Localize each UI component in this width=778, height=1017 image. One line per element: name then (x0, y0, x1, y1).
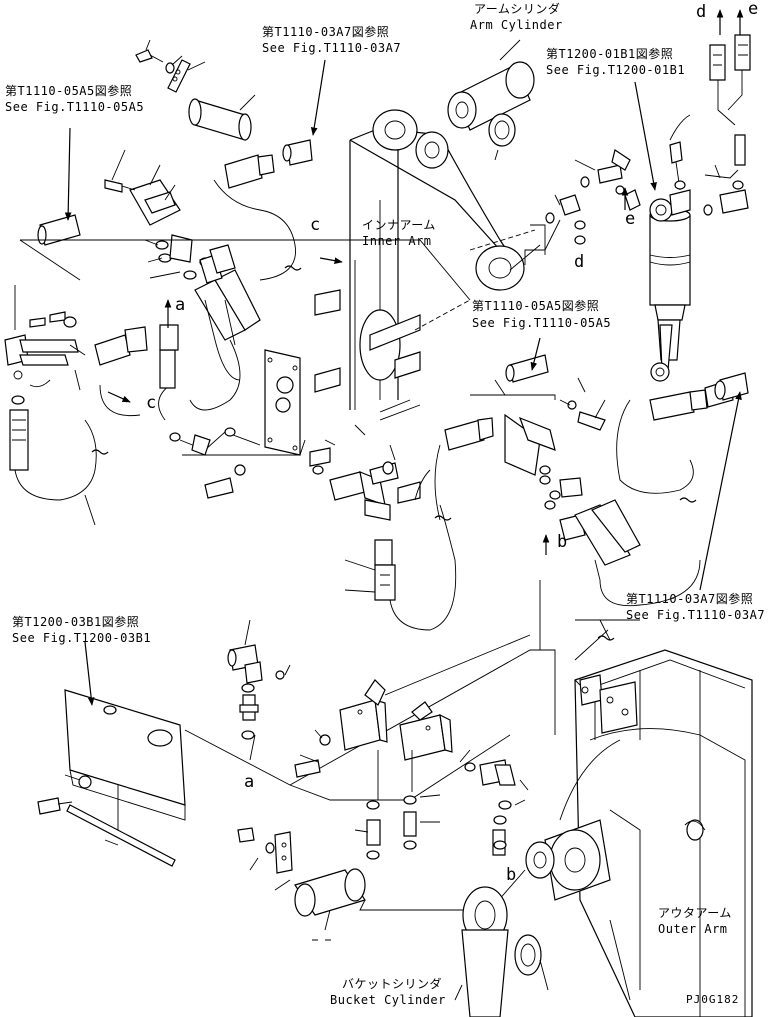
marker-c-lower: c (146, 393, 157, 413)
ref-05a5-mid-jp: 第T1110-05A5図参照 (472, 299, 600, 313)
bucket-cylinder (454, 886, 549, 1017)
ref-03b1-jp: 第T1200-03B1図参照 (12, 615, 140, 629)
ref-05a5-mid-en: See Fig.T1110-05A5 (472, 316, 612, 330)
marker-e-upper: e (748, 0, 759, 19)
marker-c-upper: c (310, 215, 321, 235)
ref-03a7-top-en: See Fig.T1110-03A7 (262, 41, 402, 55)
leader-lines (64, 9, 744, 706)
lower-bracket-assembly (184, 580, 556, 860)
right-center-fittings (434, 354, 701, 607)
outer-arm-label-jp: アウタアーム (658, 906, 732, 920)
arm-cylinder-label-jp: アームシリンダ (474, 2, 561, 16)
ref-03a7-right-en: See Fig.T1110-03A7 (626, 608, 766, 622)
fittings-d-e (509, 149, 631, 271)
center-fittings (182, 424, 421, 521)
inner-arm-label-jp: インナアーム (362, 218, 436, 232)
marker-a-lower: a (244, 772, 255, 792)
pin-top-left (135, 39, 256, 141)
right-cylinder (624, 34, 751, 382)
hose-fitting-top (213, 139, 313, 281)
center-vertical-hose (344, 469, 457, 631)
marker-b-upper: b (557, 532, 568, 552)
hose-break-marks (91, 265, 697, 641)
ref-03b1-en: See Fig.T1200-03B1 (12, 631, 152, 645)
lower-pin (237, 827, 526, 931)
ref-03a7-top-jp: 第T1110-03A7図参照 (262, 25, 390, 39)
bucket-cylinder-label-jp: バケットシリンダ (342, 977, 443, 991)
arm-cylinder-label-en: Arm Cylinder (470, 18, 563, 32)
inner-arm-label-en: Inner Arm (362, 234, 432, 248)
cover-plate (37, 689, 186, 867)
left-side-fittings (4, 214, 471, 526)
marker-d-upper: d (696, 2, 707, 22)
bucket-cylinder-label-en: Bucket Cylinder (330, 993, 446, 1007)
inner-arm-frame (314, 109, 536, 421)
marker-b-lower: b (506, 865, 517, 885)
drawing-code: PJ0G182 (686, 993, 740, 1006)
arm-cylinder-rod-end (447, 39, 535, 161)
marker-a-upper: a (175, 295, 186, 315)
mounting-plate (169, 349, 301, 456)
ref-03a7-right-jp: 第T1110-03A7図参照 (626, 592, 754, 606)
hoses-left (158, 244, 261, 421)
marker-e-lower: e (625, 209, 636, 229)
ref-05a5-left-en: See Fig.T1110-05A5 (5, 100, 145, 114)
marker-d-lower: d (574, 252, 585, 272)
outer-arm-label-en: Outer Arm (658, 922, 728, 936)
right-hose-fittings (649, 372, 749, 421)
ref-01b1-jp: 第T1200-01B1図参照 (546, 47, 674, 61)
outer-arm (525, 619, 753, 1017)
ref-05a5-left-jp: 第T1110-05A5図参照 (5, 84, 133, 98)
upper-left-block (104, 149, 211, 280)
ref-01b1-en: See Fig.T1200-01B1 (546, 63, 686, 77)
